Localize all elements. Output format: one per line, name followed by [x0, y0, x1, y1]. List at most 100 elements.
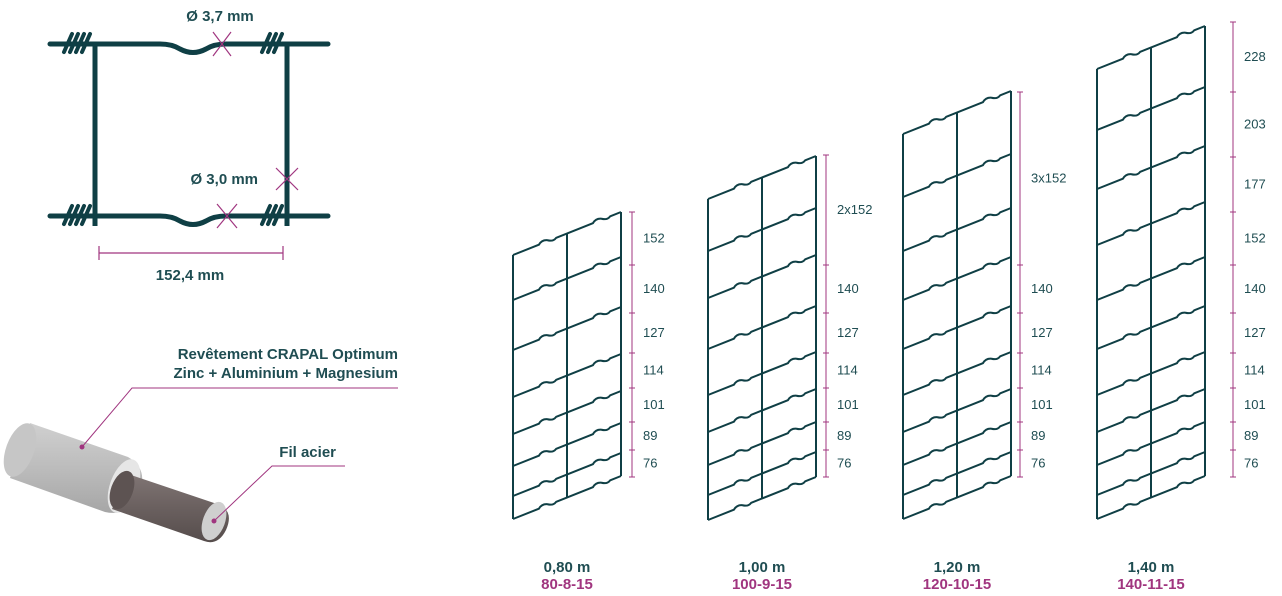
spacing-dimension-bar — [629, 211, 635, 478]
panel-line-wire — [1096, 421, 1206, 466]
panel-line-wire — [1096, 86, 1206, 131]
panel-line-wire — [707, 388, 817, 433]
spacing-label: 101 — [1244, 397, 1266, 412]
spacing-label: 140 — [837, 281, 859, 296]
spacing-label: 114 — [643, 363, 664, 378]
spacing-label: 76 — [643, 456, 657, 471]
panel-line-wire — [707, 305, 817, 350]
diameter-marker-bottom — [216, 203, 238, 229]
panel-code-label: 120-10-15 — [923, 576, 991, 593]
knot-bottom-right — [260, 204, 284, 226]
spacing-label: 114 — [837, 363, 858, 378]
spacing-label: 177 — [1244, 177, 1266, 192]
spacing-label: 76 — [837, 456, 851, 471]
panel-line-wire — [512, 452, 622, 497]
spacing-label: 114 — [1031, 363, 1052, 378]
spacing-label: 76 — [1244, 456, 1258, 471]
spacing-label: 3x152 — [1031, 171, 1066, 186]
core-leader-line — [213, 465, 345, 522]
steel-core — [109, 470, 229, 543]
mesh-detail-drawing: Ø 3,7 mm Ø 3,0 mm 152,4 mm — [47, 8, 331, 284]
coating-label-line1: Revêtement CRAPAL Optimum — [178, 346, 398, 363]
spacing-label: 101 — [1031, 397, 1053, 412]
panel-line-wire — [512, 390, 622, 435]
panel-line-wire — [902, 256, 1012, 301]
diameter-marker-vertical — [275, 167, 299, 191]
panel-models: 152 140 127 114 101 89 76 0,80 m80-8-15 2x152 140… — [512, 21, 1266, 593]
panel-line-wire — [1096, 475, 1206, 520]
panel-line-wire — [707, 254, 817, 299]
spacing-dimension-bar — [823, 154, 829, 478]
core-label: Fil acier — [279, 444, 336, 461]
spacing-label: 89 — [1031, 428, 1045, 443]
spacing-label: 114 — [1244, 363, 1265, 378]
panel-code-label: 80-8-15 — [541, 576, 593, 593]
panel-line-wire — [902, 451, 1012, 496]
panel-line-wire — [902, 207, 1012, 252]
panel-line-wire — [707, 351, 817, 396]
spacing-label: 76 — [1031, 456, 1045, 471]
panel-line-wire — [1096, 351, 1206, 396]
spacing-label: 140 — [643, 281, 665, 296]
spacing-label: 127 — [1244, 325, 1266, 340]
spacing-label: 152 — [1244, 231, 1266, 246]
knot-top-left — [62, 32, 92, 54]
top-wire-diameter-label: Ø 3,7 mm — [186, 8, 254, 25]
panel-line-wire — [1096, 25, 1206, 70]
spacing-label: 127 — [643, 325, 665, 340]
panel-line-wire — [512, 256, 622, 301]
panel-line-wire — [512, 306, 622, 351]
panel-height-label: 1,00 m — [739, 559, 786, 576]
panel-code-label: 140-11-15 — [1117, 576, 1185, 593]
knot-bottom-left — [62, 204, 92, 226]
coating-label-line2: Zinc + Aluminium + Magnesium — [174, 365, 398, 382]
panel-line-wire — [512, 211, 622, 256]
panel-line-wire — [707, 421, 817, 466]
spacing-label: 89 — [1244, 428, 1258, 443]
panel-line-wire — [707, 155, 817, 200]
panel-line-wire — [902, 153, 1012, 198]
panel-line-wire — [1096, 451, 1206, 496]
panel-line-wire — [902, 351, 1012, 396]
spacing-label: 127 — [837, 325, 859, 340]
panel-code-label: 100-9-15 — [732, 576, 792, 593]
bottom-line-wire — [47, 213, 331, 227]
panel-line-wire — [1096, 305, 1206, 350]
spacing-label: 203 — [1244, 117, 1266, 132]
width-dimension-line — [98, 246, 284, 260]
panel-line-wire — [902, 90, 1012, 135]
panel-height-label: 0,80 m — [544, 559, 591, 576]
panel-line-wire — [707, 451, 817, 496]
panel-line-wire — [902, 305, 1012, 350]
spacing-label: 101 — [643, 397, 665, 412]
diameter-marker-top — [212, 31, 232, 57]
vertical-wire-diameter-label: Ø 3,0 mm — [190, 171, 258, 188]
panel-line-wire — [512, 475, 622, 520]
spacing-label: 127 — [1031, 325, 1053, 340]
spacing-label: 228 — [1244, 49, 1266, 64]
panel-height-label: 1,40 m — [1128, 559, 1175, 576]
panel-line-wire — [902, 421, 1012, 466]
knot-top-right — [260, 32, 284, 54]
panel-line-wire — [707, 207, 817, 252]
spacing-label: 89 — [837, 428, 851, 443]
panel-line-wire — [1096, 388, 1206, 433]
panel-line-wire — [707, 476, 817, 521]
spacing-dimension-bar — [1230, 21, 1236, 478]
panel-line-wire — [512, 422, 622, 467]
panel-line-wire — [1096, 201, 1206, 246]
spacing-label: 2x152 — [837, 202, 872, 217]
panel-line-wire — [1096, 145, 1206, 190]
spacing-label: 101 — [837, 397, 859, 412]
panel-line-wire — [512, 353, 622, 398]
wire-section-illustration: Revêtement CRAPAL Optimum Zinc + Alumini… — [3, 346, 398, 543]
spacing-dimension-bar — [1017, 91, 1023, 478]
top-line-wire — [47, 41, 331, 55]
panel-line-wire — [902, 388, 1012, 433]
panel-line-wire — [1096, 256, 1206, 301]
